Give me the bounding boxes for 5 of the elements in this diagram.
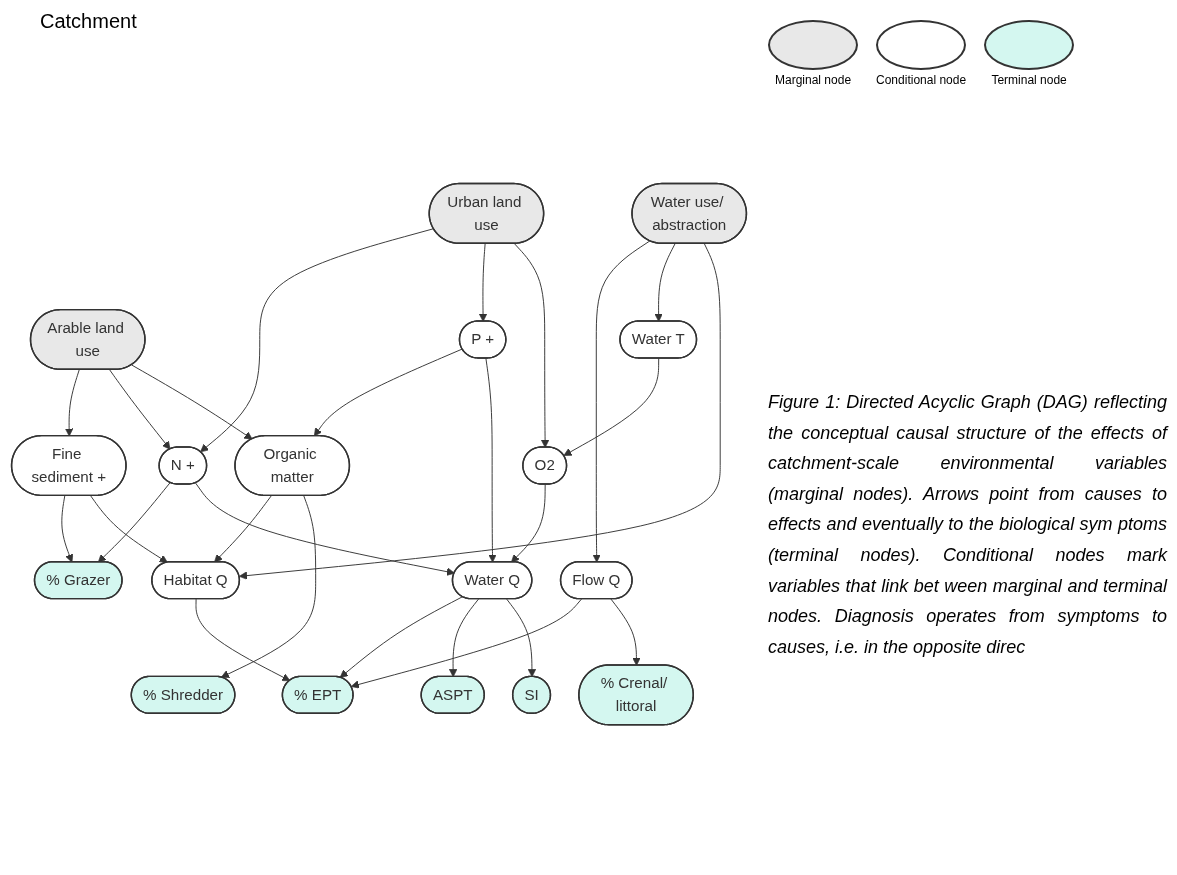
- legend-label: Conditional node: [876, 73, 967, 87]
- legend-label: Terminal node: [991, 73, 1067, 87]
- title: Catchment: [40, 10, 137, 33]
- caption: Figure 1: Directed Acyclic Graph (DAG) reflecting the conceptual causal structure of the effects of catchment-scale environmental variables (marginal nodes). Arrows point from causes to effects and eventually to the biological sym ptoms (terminal nodes). Conditional nodes mark variables that link bet ween marginal and terminal nodes. Diagnosis operates from symptoms to causes, i.e. in the opposite direc: [768, 391, 1167, 659]
- legend-label: Marginal node: [775, 73, 852, 87]
